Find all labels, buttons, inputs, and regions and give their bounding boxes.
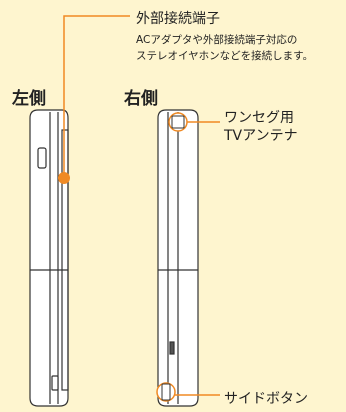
external-port-description-line2: ステレオイヤホンなどを接続します。 bbox=[136, 50, 314, 62]
right-side-phone bbox=[157, 109, 199, 407]
side-button-label: サイドボタン bbox=[224, 391, 308, 407]
external-port-callout bbox=[58, 15, 130, 184]
side-button-marker bbox=[156, 382, 220, 402]
right-side-label: 右側 bbox=[124, 89, 158, 109]
external-port-title: 外部接続端子 bbox=[136, 11, 220, 27]
left-side-phone bbox=[29, 109, 69, 407]
antenna-marker bbox=[168, 112, 220, 132]
oneseg-antenna-label-line2: TVアンテナ bbox=[224, 128, 298, 144]
oneseg-antenna-label-line1: ワンセグ用 bbox=[224, 110, 294, 126]
left-side-label: 左側 bbox=[12, 89, 46, 109]
external-port-description-line1: ACアダプタや外部接続端子対応の bbox=[136, 34, 298, 46]
